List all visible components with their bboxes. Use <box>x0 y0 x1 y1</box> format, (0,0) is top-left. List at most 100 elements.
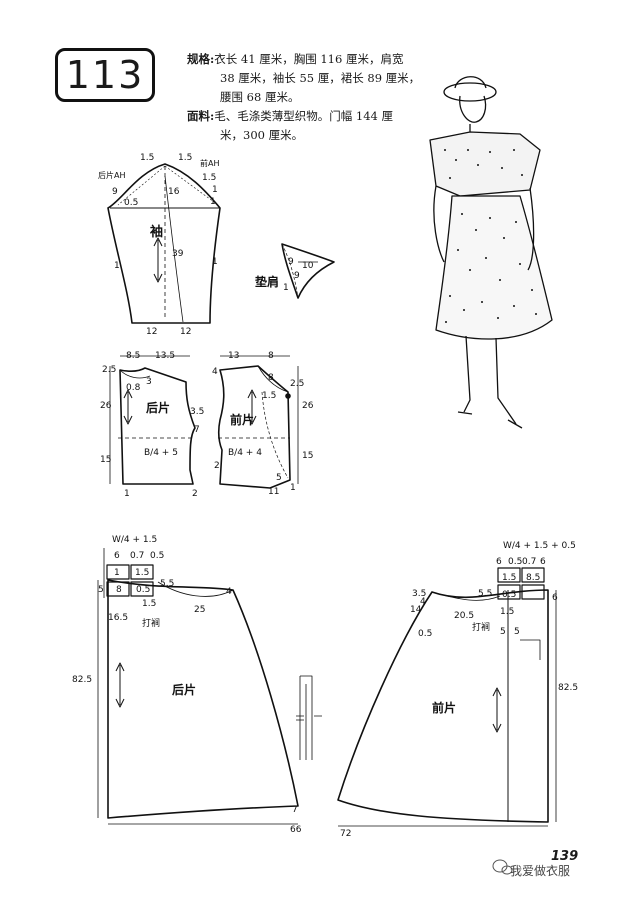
skirt-back-waistband-block-4 <box>130 581 154 597</box>
skirt-back-label-7: 7 <box>292 805 298 815</box>
bodice-front-label-8b: 8 <box>268 373 274 383</box>
figure-hat-brim <box>443 82 497 102</box>
sleeve-back-ah-label: 后片AH <box>98 170 126 180</box>
skirt-back-pleat-label: 打裥 <box>142 617 160 629</box>
sleeve-label-1-5c: 1.5 <box>202 173 216 183</box>
bodice-back-label-8-5: 8.5 <box>126 351 140 361</box>
bodice-front-label-1-5: 1.5 <box>262 391 276 401</box>
skirt-back-label-8: 8 <box>116 585 122 595</box>
skirt-back-outline <box>107 579 299 819</box>
sleeve-title: 袖 <box>150 224 163 240</box>
bodice-front-label-4: 4 <box>212 367 218 377</box>
skirt-back-label-0-7: 0.7 <box>130 551 144 561</box>
spec-label: 规格: <box>187 52 215 66</box>
skirt-back-waistband-block-2 <box>130 564 154 580</box>
bodice-back-label-7: 7 <box>194 425 200 435</box>
skirt-back-pleat-marks <box>296 715 322 721</box>
skirt-back-label-5-5: 5.5 <box>160 579 174 589</box>
figure-right-arm <box>527 187 535 271</box>
skirt-front-label-0-5b: 0.5 <box>502 590 516 600</box>
bodice-back-label-15: 15 <box>100 455 111 465</box>
sleeve-seam <box>164 175 184 323</box>
bodice-back-label-13-5: 13.5 <box>155 351 175 361</box>
bodice-front-label-11: 11 <box>268 487 279 497</box>
skirt-back-label-4: 4 <box>226 587 232 597</box>
sleeve-label-39: 39 <box>172 249 184 259</box>
skirt-front-pleat-label: 打裥 <box>472 621 490 633</box>
skirt-front-grain-heads <box>492 687 502 733</box>
bodice-front-grain-heads <box>247 389 257 425</box>
sleeve-label-12b: 12 <box>180 327 191 337</box>
shoulder-pad-inner-line <box>281 243 299 299</box>
fabric-line-2: 米，300 厘米。 <box>220 128 304 142</box>
skirt-back-label-1a: 1 <box>114 568 120 578</box>
bodice-back-formula: B/4 + 5 <box>144 448 178 458</box>
sleeve-label-1a: 1 <box>212 185 218 195</box>
skirt-front-label-4: 4 <box>420 597 426 607</box>
skirt-front-label-8-5: 8.5 <box>526 573 540 583</box>
skirt-back-waistband-block-1 <box>106 564 130 580</box>
bodice-front-neckline <box>257 365 289 393</box>
skirt-back-label-5: 5 <box>98 585 104 595</box>
sleeve-ah-guides <box>117 165 219 206</box>
shoulder-pad <box>281 243 335 299</box>
skirt-front-waistband-block-3 <box>497 584 521 600</box>
sleeve-label-12a: 12 <box>146 327 157 337</box>
bodice-front-label-5: 5 <box>276 473 282 483</box>
sleeve-pattern <box>107 163 221 324</box>
figure-shoes <box>457 411 523 429</box>
shoulder-pad-outline <box>281 243 335 299</box>
bodice-front-label-2-5: 2.5 <box>290 379 304 389</box>
wechat-icon <box>492 859 513 875</box>
spec-line-2: 38 厘米，袖长 55 厘，裙长 89 厘米， <box>220 71 421 85</box>
bodice-back-label-26: 26 <box>100 401 112 411</box>
figure-skirt <box>435 195 553 340</box>
bodice-front-label-1: 1 <box>290 483 296 493</box>
skirt-front-label-5-5: 5.5 <box>478 589 492 599</box>
shoulder-pad-title: 垫肩 <box>255 274 279 289</box>
skirt-front-label-3-5: 3.5 <box>412 589 426 599</box>
bodice-front-title: 前片 <box>230 412 254 427</box>
skirt-front-label-20-5: 20.5 <box>454 611 474 621</box>
skirt-front-title: 前片 <box>432 700 456 715</box>
pattern-number: 113 <box>65 53 145 97</box>
bodice-front-label-15: 15 <box>302 451 313 461</box>
bodice-front-outline <box>217 365 291 489</box>
bodice-front-button <box>285 393 291 399</box>
skirt-front-label-6b: 6 <box>540 557 546 567</box>
skirt-front-label-72: 72 <box>340 829 351 839</box>
skirt-front-label-5a: 5 <box>500 627 506 637</box>
bodice-front-formula: B/4 + 4 <box>228 448 262 458</box>
bodice-back-label-0-8: 0.8 <box>126 383 141 393</box>
sleeve-label-1c: 1 <box>114 261 120 271</box>
bodice-back-outline <box>119 367 196 485</box>
watermark-text: 我爱做衣服 <box>510 864 571 878</box>
bodice-front-label-8: 8 <box>268 351 274 361</box>
skirt-front-label-6c: 6 <box>552 593 558 603</box>
skirt-front-label-5b: 5 <box>514 627 520 637</box>
skirt-front-label-82-5: 82.5 <box>558 683 578 693</box>
figure-hat-crown <box>454 76 487 89</box>
skirt-front-label-6a: 6 <box>496 557 502 567</box>
skirt-front-pattern <box>337 567 557 827</box>
bodice-back-label-1: 1 <box>124 489 130 499</box>
sleeve-label-9: 9 <box>112 187 118 197</box>
bodice-front-dart-line <box>261 391 289 479</box>
bodice-back-label-3-5: 3.5 <box>190 407 204 417</box>
shoulder-pad-label-10: 10 <box>302 261 314 271</box>
skirt-front-formula: W/4 + 1.5 + 0.5 <box>503 541 576 551</box>
skirt-back-grain-heads <box>115 662 125 708</box>
skirt-back-label-1-5a: 1.5 <box>135 568 149 578</box>
pattern-number-badge: 113 <box>55 48 155 102</box>
skirt-front-label-0-7: 0.7 <box>522 557 536 567</box>
figure-right-leg <box>495 337 517 425</box>
skirt-front-label-1-5a: 1.5 <box>502 573 516 583</box>
sleeve-label-16: 16 <box>168 187 180 197</box>
bodice-front-label-26: 26 <box>302 401 314 411</box>
skirt-back-label-82-5: 82.5 <box>72 675 92 685</box>
skirt-back-waistband-block-3 <box>106 581 130 597</box>
sleeve-label-1-5a: 1.5 <box>140 153 154 163</box>
bodice-front-label-13: 13 <box>228 351 239 361</box>
